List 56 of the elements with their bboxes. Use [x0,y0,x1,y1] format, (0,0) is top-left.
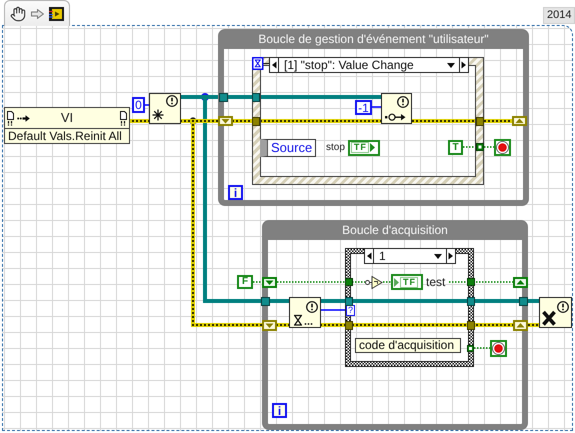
wire [277,323,289,327]
selector-label: [1] "stop": Value Change [284,58,414,72]
terminal-label: test [426,276,446,288]
stop-icon [490,340,507,357]
type-label: TF [350,142,369,153]
shift-register-icon [513,320,528,331]
wire [130,119,149,123]
boolean-constant: T [448,140,463,155]
iteration-terminal: i [228,185,243,200]
wire [181,95,205,99]
version-label: 2014 [543,7,575,24]
event-data-node: Source [260,139,316,157]
selector-label: 1 [379,249,386,263]
property-node [4,107,130,144]
wire [449,281,513,283]
wire [145,104,149,106]
numeric-constant: 0 [132,97,145,113]
wire [383,281,391,283]
loop-title: Boucle de gestion d'événement "utilisateur" [258,31,489,47]
asterisk-exclamation-icon [149,93,181,124]
loop-title: Boucle d'acquisition [342,222,448,238]
wire [412,119,512,123]
terminal-label: stop [326,142,345,152]
wire [205,95,381,99]
x-exclamation-icon [539,297,572,328]
selector-terminal: ? [346,305,355,316]
wire [193,119,218,123]
hourglass-exclamation-icon [289,297,321,328]
wire [233,119,381,123]
wire [321,323,513,327]
comment-note: code d'acquisition [355,338,461,353]
wire [474,347,490,349]
wire [463,146,494,148]
wire [372,106,381,108]
case-structure [345,248,474,367]
wire [528,323,539,327]
event-structure [252,57,484,185]
property-label: Default Vals.Reinit All [5,128,129,143]
class-label: VI [60,110,74,126]
boolean-constant: F [237,275,253,289]
type-label: TF [400,276,418,288]
shift-register-icon [218,116,233,126]
shift-register-icon [262,320,277,331]
numeric-constant: -1 [355,100,372,115]
shift-register-icon [512,116,527,126]
wire [203,97,289,303]
wire [277,281,365,283]
shift-register-icon [262,277,277,288]
shift-register-icon [513,277,528,288]
wire [191,121,262,327]
iteration-terminal: i [272,403,287,418]
wire [321,309,346,311]
not-gate-icon [365,275,383,290]
wire [253,281,262,283]
stop-icon [494,139,511,156]
circle-arrow-exclamation-icon [381,93,412,124]
